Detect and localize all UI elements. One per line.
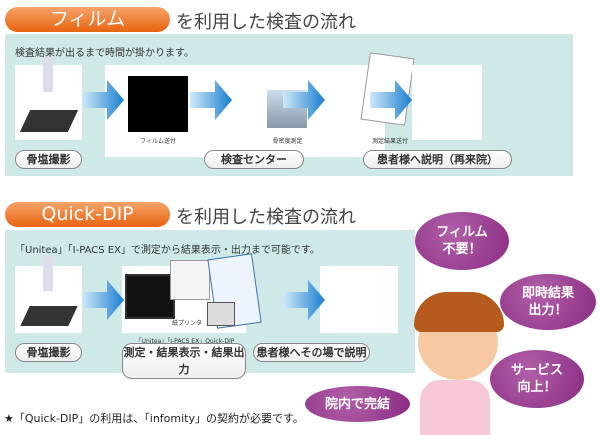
printer-icon (207, 302, 235, 326)
quickdip-subtitle: 「Unitea」「I-PACS EX」で測定から結果表示・出力まで可能です。 (15, 245, 320, 256)
bubble-no-film: フィルム 不要！ (415, 212, 509, 270)
arrow-icon (283, 280, 325, 320)
arrow-icon (82, 280, 124, 320)
quickdip-badge: Quick-DIP (5, 202, 170, 227)
caption-bone-density: 骨密度測定 (272, 138, 303, 145)
xray-film-image (128, 76, 188, 132)
step-bone-scan: 骨塩撮影 (15, 150, 82, 169)
measurement-box: 紙プリンタ (122, 253, 262, 333)
film-subtitle: 検査結果が出るまで時間が掛かります。 (15, 48, 194, 59)
step-measure-display-output: 測定・結果表示・結果出力 (122, 343, 246, 379)
bubble-service-improve: サービス 向上！ (490, 350, 584, 408)
footnote: ★「Quick-DIP」の利用は、「infomity」の契約が必要です。 (4, 412, 304, 425)
caption-film-send: フィルム送付 (140, 138, 176, 145)
scanner-image-box (15, 57, 82, 140)
arrow-icon (370, 80, 412, 120)
monitor-image (125, 274, 175, 319)
quickdip-section-title: を利用した検査の流れ (176, 207, 356, 228)
scanner-icon (43, 256, 53, 291)
bubble-in-hospital: 院内で完結 (305, 386, 410, 422)
step-bone-scan: 骨塩撮影 (15, 343, 82, 362)
caption-paper-printer: 紙プリンタ (172, 320, 203, 327)
scan-plate-icon (20, 306, 78, 326)
arrow-icon (283, 80, 325, 120)
film-section-title: を利用した検査の流れ (176, 12, 356, 33)
software-window-image (170, 260, 210, 300)
inspection-center-box: フィルム送付 骨密度測定 測定結果送付 (105, 52, 415, 157)
caption-system: 「Unitea」「I-PACS EX」Quick-DIP (135, 338, 235, 345)
scanner-image-box (15, 256, 82, 333)
film-badge: フィルム (5, 7, 170, 32)
doctor-patient-image (320, 266, 398, 333)
bubble-instant-results: 即時結果 出力！ (500, 274, 596, 330)
scanner-icon (43, 57, 53, 92)
scan-plate-icon (19, 110, 79, 132)
step-explain-onsite: 患者様へその場で説明 (253, 343, 370, 362)
doctor-patient-image (412, 65, 482, 140)
caption-result-send: 測定結果送付 (371, 138, 408, 145)
nurse-uniform-illustration (420, 380, 490, 435)
arrow-icon (190, 80, 232, 120)
step-inspection-center: 検査センター (204, 150, 304, 169)
arrow-icon (82, 80, 124, 120)
step-explain-revisit: 患者様へ説明（再来院） (363, 150, 512, 169)
nurse-hair-illustration (414, 292, 504, 332)
